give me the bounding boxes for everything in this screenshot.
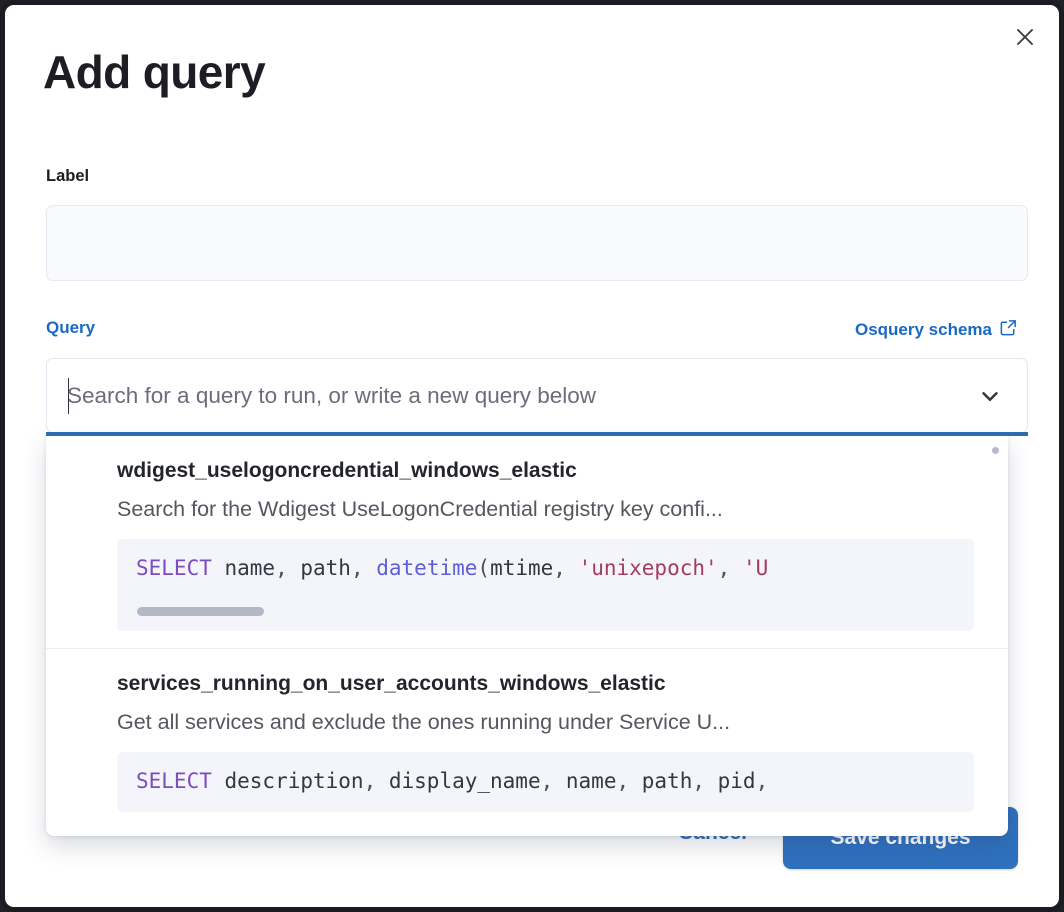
query-options-list: wdigest_uselogoncredential_windows_elast…: [46, 436, 1008, 813]
dropdown-scrollbar[interactable]: [992, 447, 999, 454]
query-option-code-block: SELECT name, path, datetime(mtime, 'unix…: [117, 539, 974, 632]
query-option-item[interactable]: wdigest_uselogoncredential_windows_elast…: [46, 436, 1008, 632]
chevron-down-icon[interactable]: [977, 383, 1009, 409]
osquery-schema-link-label: Osquery schema: [854, 320, 992, 339]
osquery-schema-link[interactable]: Osquery schema: [855, 318, 1018, 342]
external-link-icon: [999, 318, 1018, 342]
label-input[interactable]: [46, 205, 1028, 281]
query-search-combobox[interactable]: Search for a query to run, or write a ne…: [46, 358, 1028, 433]
code-horizontal-scrollbar[interactable]: [137, 607, 264, 617]
query-option-sql: SELECT name, path, datetime(mtime, 'unix…: [136, 556, 769, 581]
text-caret: [68, 378, 69, 414]
query-section-label: Query: [46, 318, 96, 337]
query-search-input[interactable]: Search for a query to run, or write a ne…: [67, 382, 597, 408]
label-field-label: Label: [46, 167, 90, 185]
close-button[interactable]: [1005, 17, 1045, 57]
query-option-description: Get all services and exclude the ones ru…: [117, 710, 731, 735]
query-options-dropdown[interactable]: wdigest_uselogoncredential_windows_elast…: [46, 436, 1008, 836]
query-option-code-block: SELECT description, display_name, name, …: [117, 752, 974, 813]
page-title: Add query: [43, 46, 266, 98]
query-option-title: services_running_on_user_accounts_window…: [117, 672, 666, 696]
combobox-focus-underline: [46, 432, 1028, 436]
query-option-title: wdigest_uselogoncredential_windows_elast…: [117, 459, 577, 482]
query-option-item[interactable]: services_running_on_user_accounts_window…: [46, 648, 1008, 813]
query-option-description: Search for the Wdigest UseLogonCredentia…: [117, 497, 723, 522]
query-option-sql: SELECT description, display_name, name, …: [136, 769, 769, 794]
close-icon: [1013, 25, 1037, 49]
